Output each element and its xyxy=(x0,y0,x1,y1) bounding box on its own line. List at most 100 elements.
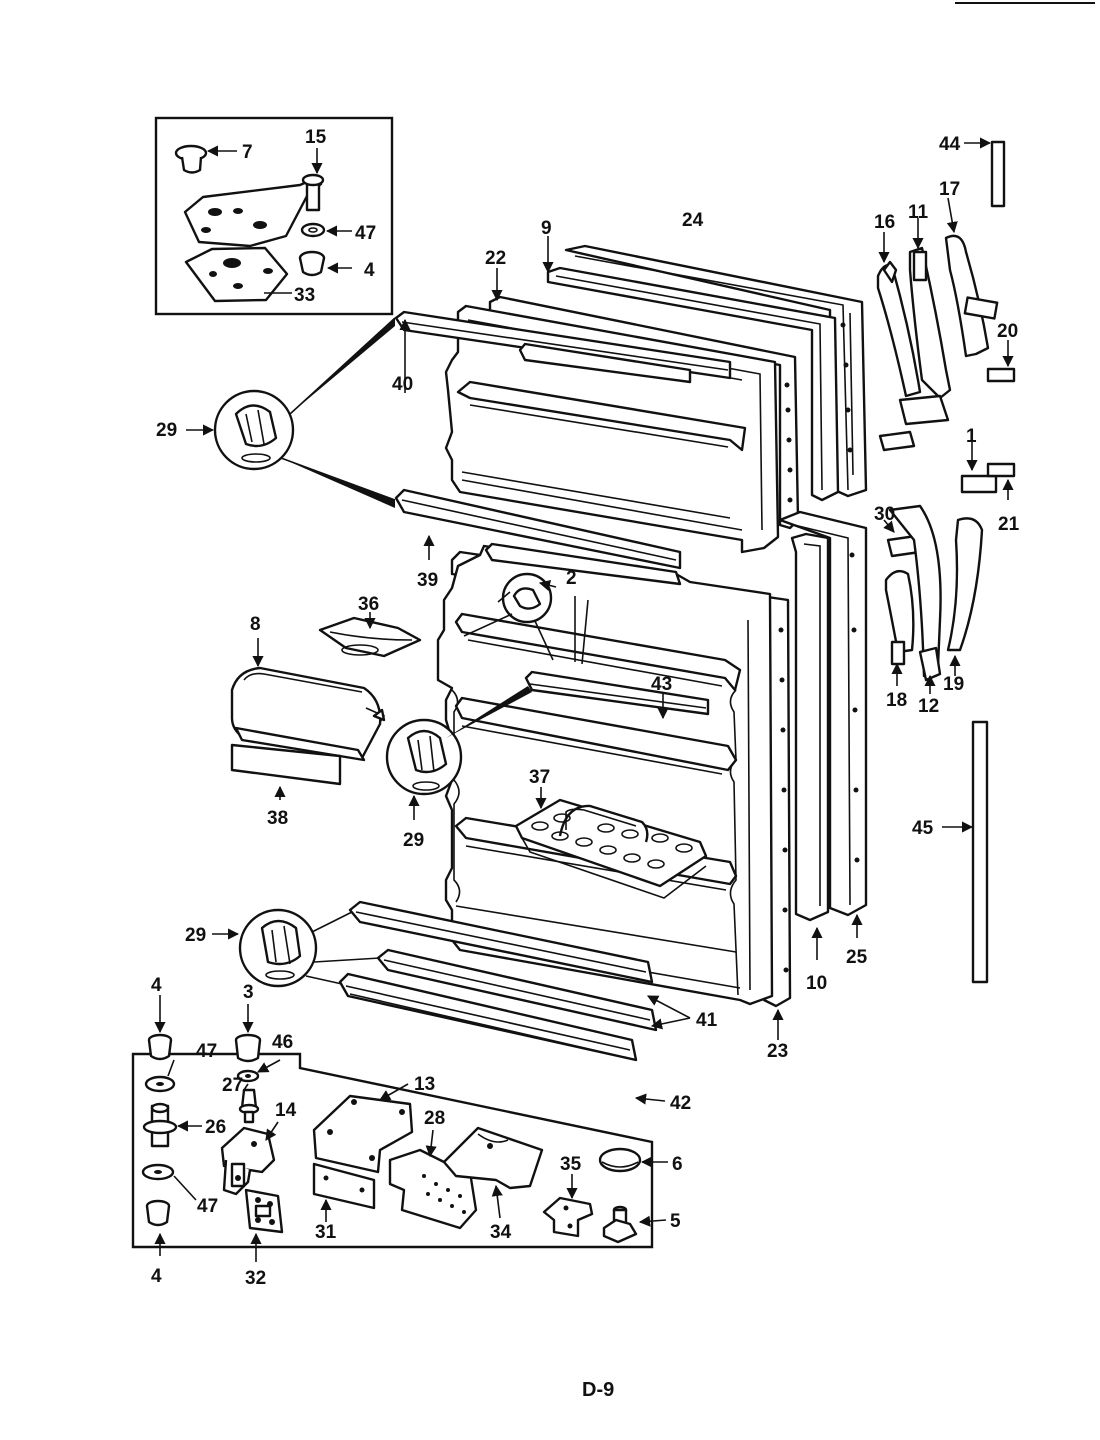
callout-27: 27 xyxy=(222,1075,243,1096)
callout-6: 6 xyxy=(672,1154,683,1175)
hinge-plate-34 xyxy=(442,1126,544,1190)
handle-base-plate xyxy=(898,394,950,426)
door-stop-5 xyxy=(602,1205,638,1244)
bushing-top xyxy=(147,1033,173,1061)
dairy-door-insert xyxy=(230,743,342,786)
callout-32: 32 xyxy=(245,1268,266,1289)
callout-47-hinge-lower: 47 xyxy=(197,1196,218,1217)
callout-40: 40 xyxy=(392,374,413,395)
rail-end-cap-detail-lower xyxy=(238,908,381,988)
callout-45: 45 xyxy=(912,818,934,839)
callout-22: 22 xyxy=(485,248,506,269)
cover-plate-13 xyxy=(312,1094,414,1174)
top-hinge-plate xyxy=(183,173,325,248)
handle-18 xyxy=(884,569,915,654)
callout-17: 17 xyxy=(939,179,960,200)
callout-47-hinge-upper: 47 xyxy=(196,1041,217,1062)
clip-35 xyxy=(542,1196,594,1238)
callout-25: 25 xyxy=(846,947,868,968)
hinge-pin xyxy=(142,1102,178,1148)
divider-strip xyxy=(484,542,682,586)
freezer-door-assembly xyxy=(394,244,868,570)
plug-button xyxy=(174,144,208,174)
washer xyxy=(300,222,326,238)
hinge-mount-plate xyxy=(244,1188,284,1234)
page-label: D-9 xyxy=(582,1379,614,1401)
lower-hinge-bracket xyxy=(220,1126,276,1196)
callout-47-top: 47 xyxy=(355,223,376,244)
handle-strip-44 xyxy=(990,140,1006,208)
callout-44: 44 xyxy=(939,134,961,155)
freezer-door-shelf xyxy=(456,380,747,452)
bushing xyxy=(298,250,326,277)
callout-35: 35 xyxy=(560,1154,582,1175)
callout-7: 7 xyxy=(242,142,253,163)
hinge-screw xyxy=(238,1088,260,1124)
callout-42: 42 xyxy=(670,1093,691,1114)
callout-34: 34 xyxy=(490,1222,512,1243)
rail-end-cap-detail-upper xyxy=(213,317,396,508)
callout-5: 5 xyxy=(670,1211,681,1232)
callout-19: 19 xyxy=(943,674,964,695)
callout-30: 30 xyxy=(874,504,895,525)
handle-parts-freezer xyxy=(876,140,1016,494)
callout-labels: 7 15 47 4 33 44 17 16 11 20 24 9 22 40 2… xyxy=(151,127,1020,1289)
callout-11: 11 xyxy=(908,202,929,223)
callout-12: 12 xyxy=(918,696,939,717)
hinge-shim xyxy=(184,246,289,303)
freezer-retainer-bar xyxy=(518,342,692,384)
washer-lower xyxy=(141,1163,175,1181)
callout-46: 46 xyxy=(272,1032,293,1053)
callout-28: 28 xyxy=(424,1108,445,1129)
callout-21: 21 xyxy=(998,514,1020,535)
callout-4-hinge-top: 4 xyxy=(151,975,162,996)
callout-36: 36 xyxy=(358,594,379,615)
callout-13: 13 xyxy=(414,1074,435,1095)
callout-15: 15 xyxy=(305,127,327,148)
bottom-hinge-inset xyxy=(131,995,668,1262)
handle-19 xyxy=(946,517,984,652)
handle-bracket xyxy=(963,296,999,320)
egg-tray xyxy=(514,798,708,899)
dairy-compartment-door xyxy=(230,666,386,762)
washer-46 xyxy=(236,1069,260,1083)
callout-8: 8 xyxy=(250,614,261,635)
fresh-food-door-gasket xyxy=(790,532,830,922)
callout-37: 37 xyxy=(529,767,550,788)
callout-29-upper: 29 xyxy=(156,420,177,441)
callout-18: 18 xyxy=(886,690,907,711)
handle-11 xyxy=(908,246,952,400)
handle-17 xyxy=(944,234,990,358)
hole-plug-6 xyxy=(598,1147,642,1173)
callout-41: 41 xyxy=(696,1010,718,1031)
handle-parts-fresh-food xyxy=(884,504,989,984)
callout-39: 39 xyxy=(417,570,438,591)
callout-2: 2 xyxy=(566,568,577,589)
callout-33: 33 xyxy=(294,285,315,306)
callout-4-hinge-bottom: 4 xyxy=(151,1266,162,1287)
callout-3: 3 xyxy=(243,982,254,1003)
door-shelf-top xyxy=(454,612,742,692)
top-hinge-inset xyxy=(154,116,394,316)
fresh-food-outer-panel xyxy=(778,510,868,917)
callout-4-top: 4 xyxy=(364,260,375,281)
callout-24: 24 xyxy=(682,210,704,231)
callout-29-middle: 29 xyxy=(403,830,424,851)
washer-upper xyxy=(144,1075,176,1093)
inset-frame-bottom xyxy=(131,1052,654,1249)
rail-end-cap-detail-middle xyxy=(385,686,532,796)
callout-20: 20 xyxy=(997,321,1018,342)
callout-10: 10 xyxy=(806,973,827,994)
shim-plate-31 xyxy=(312,1162,376,1210)
bushing-3 xyxy=(234,1033,262,1063)
callout-31: 31 xyxy=(315,1222,337,1243)
bushing-bottom xyxy=(145,1199,171,1227)
callout-16: 16 xyxy=(874,212,895,233)
callout-38: 38 xyxy=(267,808,288,829)
callout-9: 9 xyxy=(541,218,552,239)
rail-42 xyxy=(338,972,638,1062)
dairy-lid-36 xyxy=(318,616,422,658)
callout-43: 43 xyxy=(651,674,672,695)
callout-23: 23 xyxy=(767,1041,788,1062)
